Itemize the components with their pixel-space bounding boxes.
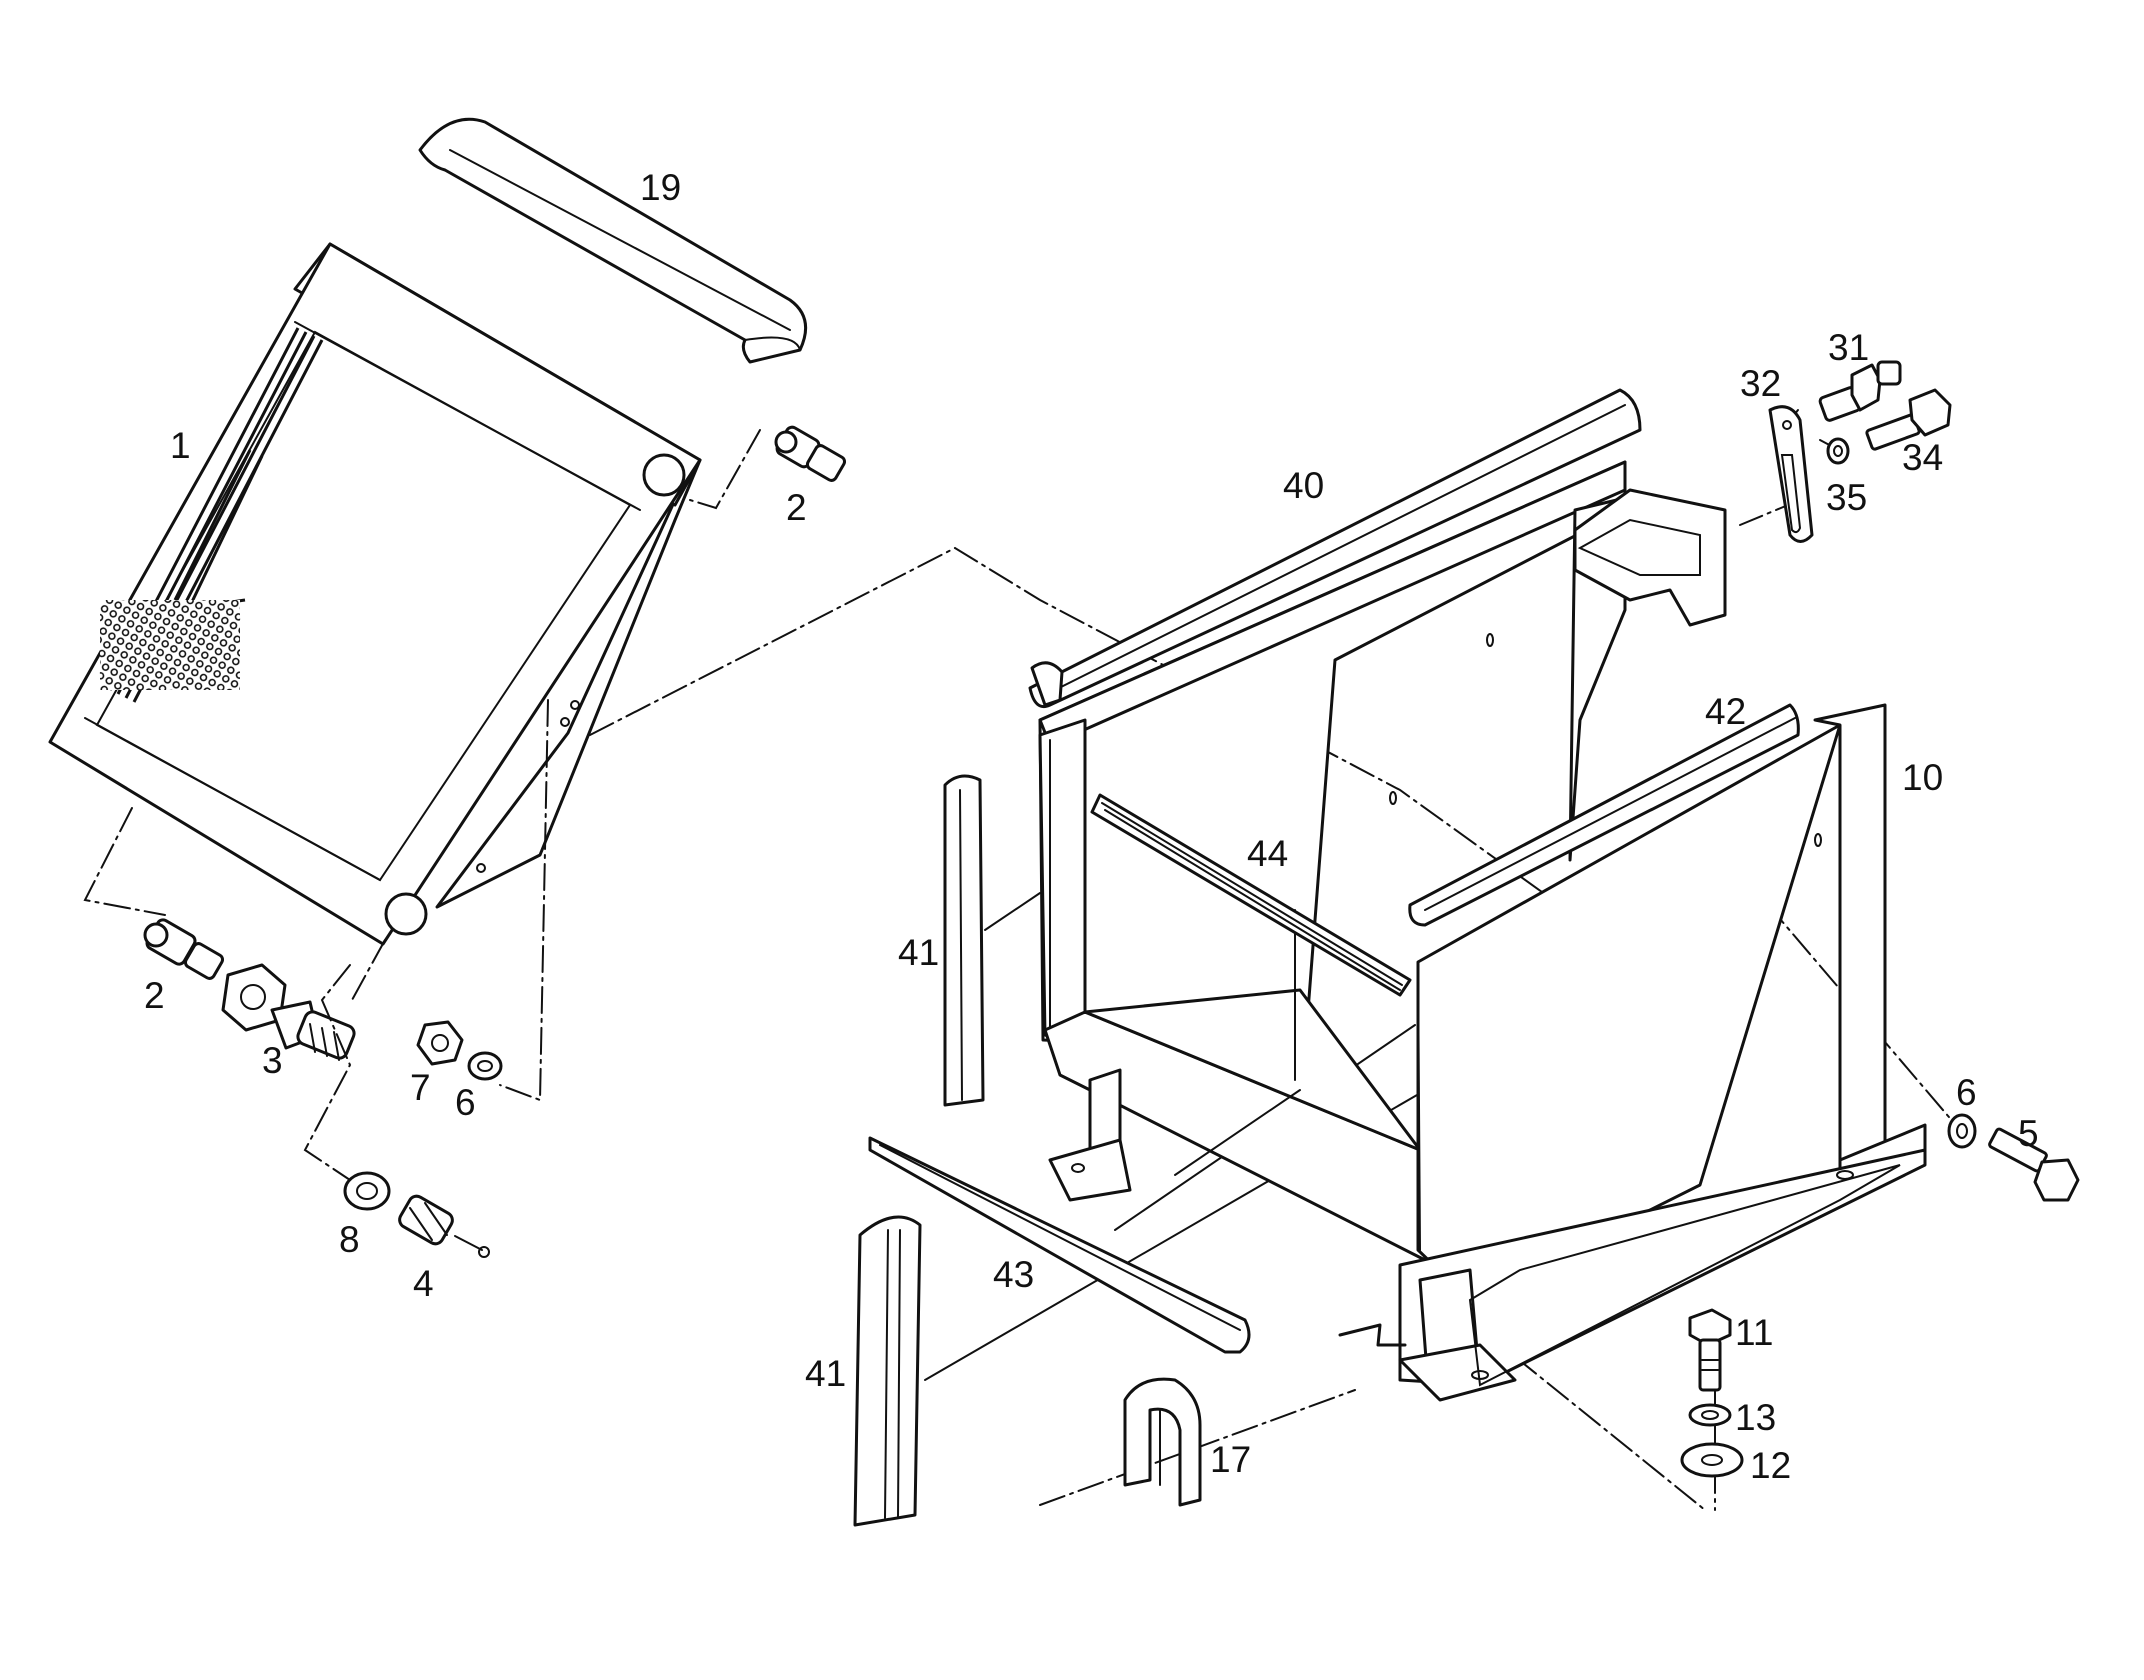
callout-43: 43 [993,1254,1034,1295]
callout-3: 3 [262,1040,283,1081]
washer-6-right [1947,1113,1977,1149]
bolt-31 [1818,360,1902,422]
callout-34: 34 [1902,437,1943,478]
callout-5: 5 [2018,1113,2039,1154]
washer-12 [1680,1442,1744,1478]
callout-17: 17 [1210,1439,1251,1480]
drain-plug-2-upper [774,425,847,482]
callout-40: 40 [1283,465,1324,506]
lock-washer-13 [1688,1403,1732,1427]
callout-4: 4 [413,1263,434,1304]
callout-32: 32 [1740,363,1781,404]
callout-2-upper: 2 [786,487,807,528]
callout-19: 19 [640,167,681,208]
callout-7: 7 [410,1067,431,1108]
slotted-bracket-32 [1768,405,1814,543]
callout-41-lower: 41 [805,1353,846,1394]
callout-8: 8 [339,1219,360,1260]
seal-strip-42 [1408,703,1800,927]
callout-6-left: 6 [455,1082,476,1123]
bolt-34 [1865,388,1952,451]
washer-8 [343,1171,391,1211]
callout-12: 12 [1750,1445,1791,1486]
seal-strip-41-lower [853,1215,922,1527]
callout-44: 44 [1247,833,1288,874]
bolt-11 [1688,1308,1732,1392]
callout-41-upper: 41 [898,932,939,973]
washer-35 [1826,437,1850,465]
temperature-sender-4 [398,1194,490,1258]
radiator-core [48,242,702,946]
callout-labels: 1 2 2 3 4 5 6 6 7 8 10 11 12 13 17 19 31… [144,167,2039,1486]
bolt-5 [1988,1127,2080,1202]
drain-plug-2-lower [143,918,225,980]
seal-strip-40 [1028,388,1642,709]
callout-6-right: 6 [1956,1072,1977,1113]
seal-strip-41-upper [943,774,985,1107]
nut-7 [416,1020,464,1066]
callout-11: 11 [1735,1312,1773,1353]
callout-13: 13 [1735,1397,1776,1438]
callout-35: 35 [1826,477,1867,518]
elbow-fitting-3 [221,963,356,1061]
top-cap-19 [418,117,808,364]
callout-42: 42 [1705,691,1746,732]
callout-1: 1 [170,425,191,466]
radiator-frame-10 [1038,460,1927,1402]
seal-strip-44 [1090,793,1412,997]
seal-strip-43 [868,1136,1251,1354]
callout-2-lower: 2 [144,975,165,1016]
callout-10: 10 [1902,757,1943,798]
washer-6-left [467,1051,503,1081]
clip-17 [1123,1377,1202,1507]
callout-31: 31 [1828,327,1869,368]
